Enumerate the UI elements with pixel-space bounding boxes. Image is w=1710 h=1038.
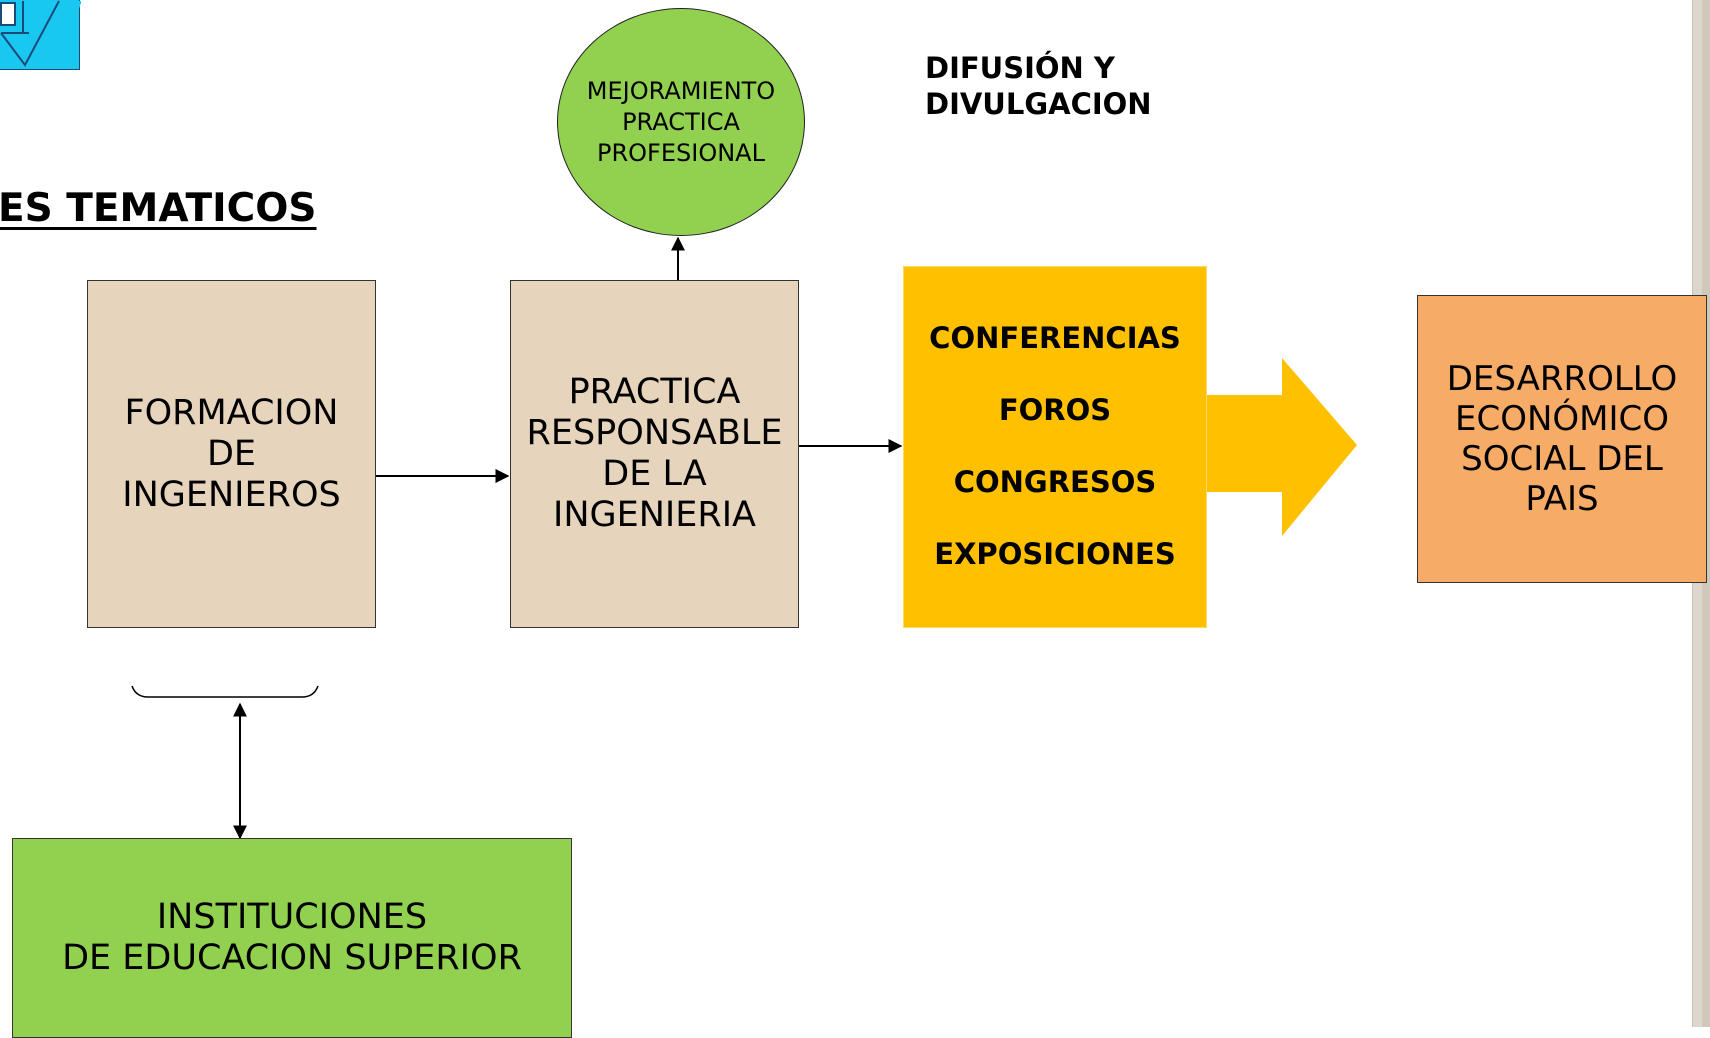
logo — [0, 0, 81, 70]
heading-difusion: DIFUSIÓN Y DIVULGACION — [925, 51, 1152, 121]
instituciones-label: INSTITUCIONES DE EDUCACION SUPERIOR — [62, 897, 522, 978]
activity-congresos: CONGRESOS — [953, 465, 1157, 499]
mejoramiento-circle: MEJORAMIENTO PRACTICA PROFESIONAL — [557, 8, 805, 236]
bracket — [131, 685, 319, 698]
activity-foros: FOROS — [998, 393, 1112, 427]
desarrollo-box: DESARROLLO ECONÓMICO SOCIAL DEL PAIS — [1417, 295, 1707, 583]
formacion-box: FORMACION DE INGENIEROS — [87, 280, 376, 628]
logo-icon — [0, 0, 81, 67]
instituciones-box: INSTITUCIONES DE EDUCACION SUPERIOR — [12, 838, 572, 1038]
formacion-label: FORMACION DE INGENIEROS — [122, 392, 341, 515]
page-title: ES TEMATICOS — [0, 186, 317, 231]
practica-box: PRACTICA RESPONSABLE DE LA INGENIERIA — [510, 280, 799, 628]
activity-conferencias: CONFERENCIAS — [929, 321, 1181, 355]
desarrollo-label: DESARROLLO ECONÓMICO SOCIAL DEL PAIS — [1446, 359, 1678, 519]
big-right-arrow-icon — [1207, 358, 1357, 536]
mejoramiento-label: MEJORAMIENTO PRACTICA PROFESIONAL — [586, 76, 776, 167]
activity-exposiciones: EXPOSICIONES — [934, 537, 1176, 571]
activities-box: CONFERENCIAS FOROS CONGRESOS EXPOSICIONE… — [903, 266, 1207, 628]
practica-label: PRACTICA RESPONSABLE DE LA INGENIERIA — [526, 372, 783, 535]
